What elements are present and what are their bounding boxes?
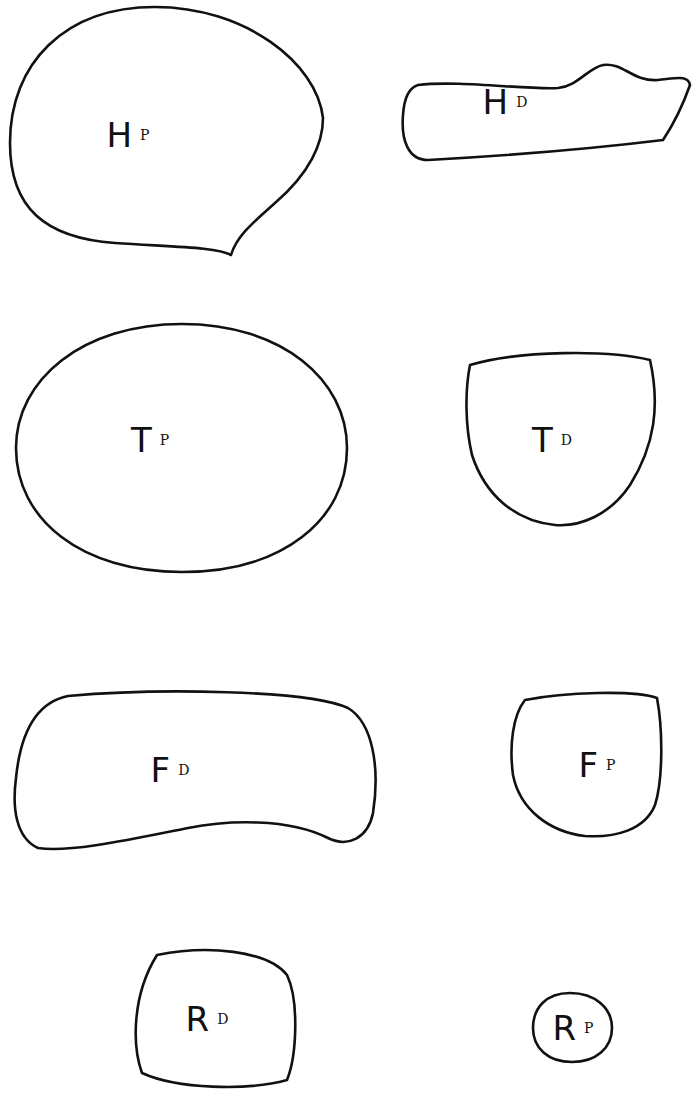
bone-letter: R xyxy=(552,1008,576,1048)
bone-letter: H xyxy=(483,82,509,122)
section-outline xyxy=(460,345,660,530)
position-letter: D xyxy=(561,432,572,448)
section-outline-path xyxy=(16,324,347,572)
bone-section: FP xyxy=(505,690,665,840)
section-outline-path xyxy=(403,65,690,160)
bone-section: FD xyxy=(8,688,380,856)
section-outline-path xyxy=(136,950,296,1087)
section-outline-path xyxy=(512,693,662,836)
section-label: TP xyxy=(131,420,169,460)
position-letter: P xyxy=(140,127,149,143)
bone-section: HP xyxy=(5,3,328,258)
position-letter: D xyxy=(516,94,527,110)
bone-section: TD xyxy=(460,345,660,530)
bone-letter: H xyxy=(107,115,133,155)
position-letter: P xyxy=(606,757,615,773)
bone-letter: R xyxy=(186,999,210,1039)
bone-letter: F xyxy=(579,745,599,785)
bone-section: HD xyxy=(398,60,695,165)
section-label: RD xyxy=(186,999,229,1039)
bone-section: RP xyxy=(530,990,615,1065)
section-outline-path xyxy=(533,993,612,1062)
section-label: FD xyxy=(151,750,190,790)
bone-letter: T xyxy=(131,420,152,460)
bone-letter: F xyxy=(151,750,171,790)
section-outline xyxy=(398,60,695,165)
section-label: HD xyxy=(483,82,528,122)
section-outline-path xyxy=(15,692,376,850)
section-outline xyxy=(127,945,300,1091)
section-outline xyxy=(12,320,352,576)
section-label: TD xyxy=(532,420,572,460)
section-label: FP xyxy=(579,745,616,785)
section-label: HP xyxy=(107,115,150,155)
bone-section: RD xyxy=(127,945,300,1091)
section-outline xyxy=(8,688,380,856)
section-outline-path xyxy=(466,353,654,525)
bone-letter: T xyxy=(532,420,553,460)
position-letter: D xyxy=(217,1011,228,1027)
section-label: RP xyxy=(552,1008,593,1048)
section-outline-path xyxy=(10,7,323,255)
bone-section: TP xyxy=(12,320,352,576)
section-outline xyxy=(5,3,328,258)
position-letter: D xyxy=(178,762,189,778)
position-letter: P xyxy=(584,1020,593,1036)
position-letter: P xyxy=(160,432,169,448)
